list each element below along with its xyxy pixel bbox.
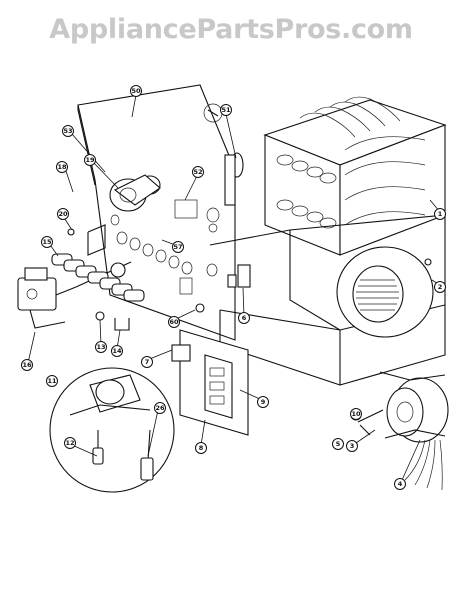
callout-4: 4 xyxy=(394,478,406,490)
blower-motor xyxy=(357,371,449,491)
callout-50: 50 xyxy=(130,85,142,97)
svg-text:18: 18 xyxy=(57,163,67,171)
callout-19: 19 xyxy=(84,154,96,166)
callout-51: 51 xyxy=(220,104,232,116)
callout-11: 11 xyxy=(46,375,58,387)
cabinet-lower xyxy=(209,214,446,386)
svg-text:1: 1 xyxy=(438,210,443,218)
svg-text:14: 14 xyxy=(112,347,122,355)
svg-text:10: 10 xyxy=(351,410,361,418)
svg-text:5: 5 xyxy=(336,440,341,448)
callout-7: 7 xyxy=(141,356,153,368)
callout-20: 20 xyxy=(57,208,69,220)
svg-text:19: 19 xyxy=(85,156,95,164)
callout-12: 12 xyxy=(64,437,76,449)
svg-text:6: 6 xyxy=(242,314,247,322)
callout-3: 3 xyxy=(346,440,358,452)
svg-text:15: 15 xyxy=(42,238,52,246)
igniter-detail xyxy=(49,367,175,493)
callout-5: 5 xyxy=(332,438,344,450)
callout-16: 16 xyxy=(21,359,33,371)
inducer-blower xyxy=(109,174,161,212)
svg-text:8: 8 xyxy=(199,444,204,452)
svg-text:52: 52 xyxy=(193,168,202,176)
svg-text:50: 50 xyxy=(131,87,141,95)
leader-lines xyxy=(27,94,441,481)
control-board xyxy=(171,329,249,436)
callout-60: 60 xyxy=(168,316,180,328)
callout-13: 13 xyxy=(95,341,107,353)
svg-text:9: 9 xyxy=(261,398,266,406)
svg-text:3: 3 xyxy=(350,442,355,450)
gas-valve-assembly xyxy=(17,261,132,329)
callout-15: 15 xyxy=(41,236,53,248)
svg-text:7: 7 xyxy=(145,358,150,366)
callout-52: 52 xyxy=(192,166,204,178)
callout-9: 9 xyxy=(257,396,269,408)
burner-bracket xyxy=(87,224,106,256)
svg-text:13: 13 xyxy=(96,343,105,351)
svg-text:2: 2 xyxy=(438,283,443,291)
callout-57: 57 xyxy=(172,241,184,253)
vestibule-panel xyxy=(77,84,236,341)
callout-26: 26 xyxy=(154,402,166,414)
svg-text:26: 26 xyxy=(155,404,165,412)
callout-6: 6 xyxy=(238,312,250,324)
svg-text:4: 4 xyxy=(398,480,403,488)
svg-text:16: 16 xyxy=(22,361,32,369)
svg-text:51: 51 xyxy=(221,106,231,114)
callout-10: 10 xyxy=(350,408,362,420)
svg-text:60: 60 xyxy=(169,318,179,326)
callout-14: 14 xyxy=(111,345,123,357)
heat-exchanger-cabinet xyxy=(203,96,447,256)
callout-53: 53 xyxy=(62,125,74,137)
svg-text:20: 20 xyxy=(58,210,68,218)
burner-assembly xyxy=(51,253,145,302)
svg-text:12: 12 xyxy=(65,439,74,447)
svg-text:53: 53 xyxy=(63,127,72,135)
svg-text:57: 57 xyxy=(173,243,182,251)
callout-2: 2 xyxy=(434,281,446,293)
watermark-logo: AppliancePartsPros.com xyxy=(49,14,413,45)
callout-8: 8 xyxy=(195,442,207,454)
callout-18: 18 xyxy=(56,161,68,173)
svg-text:11: 11 xyxy=(47,377,57,385)
callout-1: 1 xyxy=(434,208,446,220)
